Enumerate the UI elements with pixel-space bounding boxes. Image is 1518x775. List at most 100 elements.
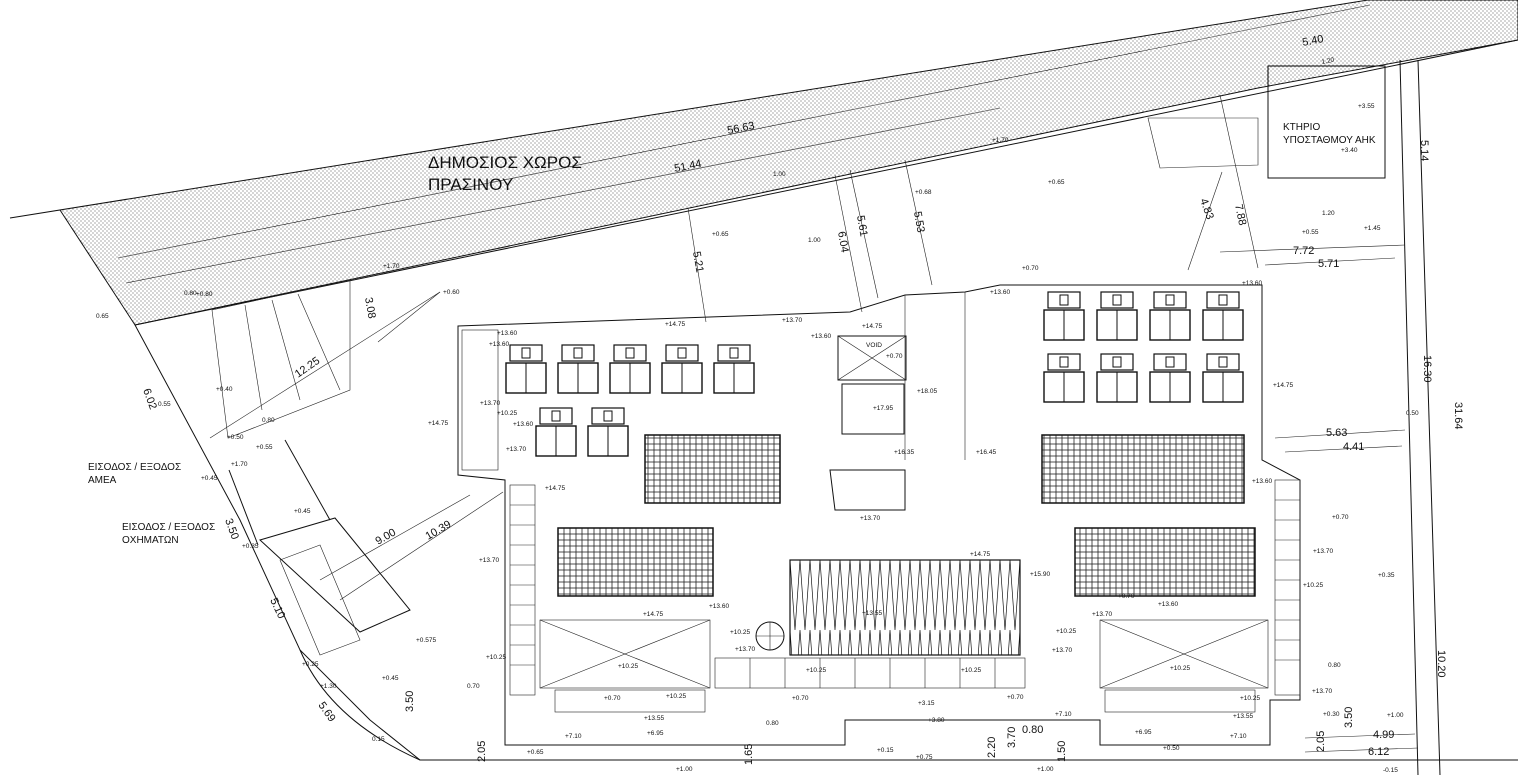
level-marker: +13.70 <box>782 317 802 324</box>
dimension-label: 5.69 <box>316 700 338 724</box>
level-marker: -0.15 <box>1383 767 1398 774</box>
level-marker: +0.25 <box>302 661 319 668</box>
level-marker: +10.25 <box>1303 582 1323 589</box>
hvac-unit <box>1043 291 1085 341</box>
level-marker: +13.70 <box>506 446 526 453</box>
public-green-space-hatch <box>9 0 1518 326</box>
ramp-line <box>244 304 263 411</box>
level-marker: +14.75 <box>545 485 565 492</box>
level-marker: +0.65 <box>1048 179 1065 186</box>
solar-array-3 <box>1041 434 1245 504</box>
dimension-label: 12.25 <box>293 355 322 381</box>
level-marker: +7.10 <box>1055 711 1072 718</box>
level-marker: +13.60 <box>1158 601 1178 608</box>
level-marker: +14.75 <box>643 611 663 618</box>
canopy-right <box>1099 619 1269 689</box>
dimension-label: 5.10 <box>267 596 287 620</box>
level-marker: +7.10 <box>565 733 582 740</box>
dimension-label: 7.72 <box>1293 245 1314 257</box>
level-marker: +13.70 <box>480 400 500 407</box>
level-marker: +0.65 <box>712 231 729 238</box>
void-label: VOID <box>866 342 882 349</box>
level-marker: +14.75 <box>665 321 685 328</box>
dimension-label: 1.00 <box>773 171 786 178</box>
dimension-label: 0.70 <box>467 683 480 690</box>
level-marker: +13.55 <box>1233 713 1253 720</box>
level-marker: +13.70 <box>1312 688 1332 695</box>
level-marker: +1.00 <box>676 766 693 773</box>
substation-building <box>1267 65 1386 179</box>
level-marker: +0.70 <box>886 353 903 360</box>
level-marker: +0.55 <box>1302 229 1319 236</box>
level-marker: +10.25 <box>618 663 638 670</box>
dimension-label: 2.05 <box>1315 731 1327 752</box>
east-boundary <box>1399 59 1419 775</box>
dimension-label: 10.20 <box>1435 650 1447 678</box>
level-marker: +17.95 <box>873 405 893 412</box>
level-marker: +10.25 <box>730 629 750 636</box>
hvac-unit <box>713 344 755 394</box>
dimension-label: 2.05 <box>476 741 488 762</box>
hvac-unit <box>609 344 651 394</box>
dimension-line-top <box>117 4 1371 259</box>
level-marker: +13.60 <box>1252 478 1272 485</box>
level-marker: +16.45 <box>976 449 996 456</box>
dimension-label: 3.50 <box>404 691 416 712</box>
dimension-label: 1.20 <box>1321 57 1335 66</box>
level-marker: +10.25 <box>961 667 981 674</box>
level-marker: +10.25 <box>1170 665 1190 672</box>
dimension-label: 3.50 <box>1343 707 1355 728</box>
level-marker: +0.35 <box>242 543 259 550</box>
dimension-label: 1.65 <box>743 744 755 765</box>
level-marker: +18.05 <box>917 388 937 395</box>
level-marker: +14.75 <box>862 323 882 330</box>
dimension-label: 0.80 <box>1022 724 1043 736</box>
entrance-disabled-label-1: ΕΙΣΟΔΟΣ / ΕΞΟΔΟΣ <box>88 462 181 473</box>
dimension-label: 6.04 <box>835 230 851 253</box>
dimension-label: 16.30 <box>1421 355 1433 383</box>
hvac-unit <box>1202 353 1244 403</box>
level-marker: +0.575 <box>416 637 436 644</box>
level-marker: +13.70 <box>1313 548 1333 555</box>
hvac-unit <box>1149 353 1191 403</box>
level-marker: +0.15 <box>877 747 894 754</box>
level-marker: +0.30 <box>1323 711 1340 718</box>
dimension-label: 9.00 <box>374 526 399 547</box>
hvac-unit <box>1096 353 1138 403</box>
dimension-label: 31.64 <box>1452 402 1464 430</box>
level-marker: +3.15 <box>918 700 935 707</box>
substation-label-1: ΚΤΗΡΙΟ <box>1283 122 1320 133</box>
level-marker: +3.40 <box>1341 147 1358 154</box>
bottom-boxes-row <box>554 657 1256 713</box>
level-marker: +3.80 <box>928 717 945 724</box>
level-marker: +13.70 <box>735 646 755 653</box>
void-cross <box>837 335 907 381</box>
dimension-label: 4.83 <box>1197 197 1216 221</box>
dimension-line-top-2 <box>125 107 1001 284</box>
level-marker: +3.55 <box>1358 103 1375 110</box>
dimension-label: 51.44 <box>673 158 702 175</box>
dimension-label: 4.41 <box>1343 441 1364 453</box>
dimension-label: 5.61 <box>854 214 870 237</box>
substation-label-2: ΥΠΟΣΤΑΘΜΟΥ ΑΗΚ <box>1283 135 1376 146</box>
level-marker: +0.68 <box>915 189 932 196</box>
dimension-leaders <box>209 94 1419 753</box>
dimension-label: 4.99 <box>1373 729 1394 741</box>
level-marker: +13.60 <box>709 603 729 610</box>
level-marker: +1.70 <box>231 461 248 468</box>
atrium-skylight <box>789 559 1021 656</box>
hvac-unit <box>535 407 577 457</box>
entrance-disabled-label-2: ΑΜΕΑ <box>88 475 117 486</box>
dimension-label: 2.20 <box>986 737 998 758</box>
hvac-unit <box>1202 291 1244 341</box>
hvac-unit <box>1149 291 1191 341</box>
hvac-unit <box>1096 291 1138 341</box>
level-marker: +1.70 <box>992 137 1009 144</box>
level-marker: +1.45 <box>1364 225 1381 232</box>
void-box <box>837 335 907 381</box>
vehicle-ramp <box>259 517 411 633</box>
dimension-label: 10.39 <box>424 518 454 542</box>
dimension-label: 7.88 <box>1232 203 1248 226</box>
level-marker: +0.70 <box>1022 265 1039 272</box>
